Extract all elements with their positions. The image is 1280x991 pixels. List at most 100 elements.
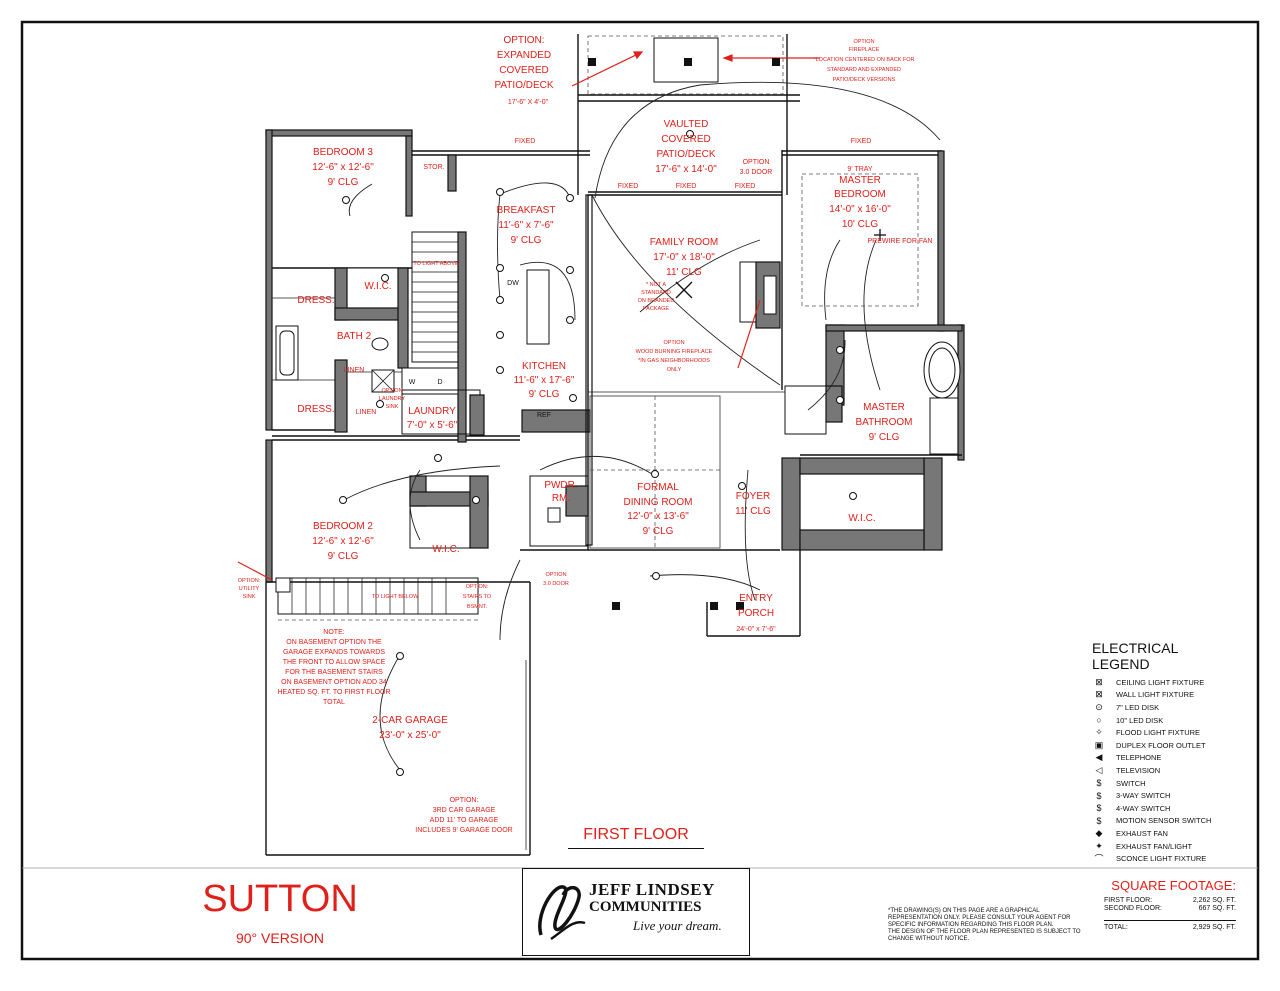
- note-l4: THE FRONT TO ALLOW SPACE: [283, 659, 386, 666]
- opt-stairs-l3: BSMNT.: [467, 604, 488, 610]
- label-wic-bed2: W.I.C.: [432, 544, 459, 555]
- opt-patio-size: 17'-6" X 4'-0": [508, 99, 549, 106]
- opt-g3-l4: INCLUDES 9' GARAGE DOOR: [415, 827, 512, 834]
- plan-version: 90° VERSION: [235, 930, 325, 946]
- label-dryer: D: [437, 379, 442, 386]
- room-vaulted-size: 17'-6" x 14'-0": [655, 164, 717, 175]
- switch-wiring-arcs: [343, 81, 941, 771]
- telephone-icon: ◀: [1095, 752, 1103, 763]
- label-stor: STOR.: [423, 164, 444, 171]
- second-floor-label: SECOND FLOOR:: [1104, 905, 1162, 912]
- opt-g3-l2: 3RD CAR GARAGE: [433, 807, 496, 814]
- ceiling-light-icon: ⊠: [1095, 676, 1103, 687]
- legend-item-label: MOTION SENSOR SWITCH: [1116, 816, 1212, 826]
- label-to-light-below: TO LIGHT BELOW: [372, 594, 419, 600]
- legend-item: ⊠CEILING LIGHT FIXTURE: [1092, 676, 1238, 689]
- room-laundry-name: LAUNDRY: [408, 406, 456, 417]
- legend-item-label: SWITCH: [1116, 778, 1146, 788]
- opt-lsink-l2: LAUNDRY: [379, 396, 406, 402]
- exhaust-fan-light-icon: ✦: [1095, 840, 1103, 851]
- opt-ns-l4: PACKAGE: [643, 306, 670, 312]
- room-master-bath-name2: BATHROOM: [855, 417, 912, 428]
- disclaimer-line: SPECIFIC INFORMATION REGARDING THIS FLOO…: [888, 922, 1054, 928]
- disclaimer-line: THE DESIGN OF THE FLOOR PLAN REPRESENTED…: [888, 929, 1081, 935]
- room-dining-name: FORMAL: [637, 482, 679, 493]
- opt-ns-l1: * NOT A: [646, 282, 666, 288]
- opt-g3-l1: OPTION:: [450, 797, 479, 804]
- legend-item: $4-WAY SWITCH: [1092, 802, 1238, 815]
- room-dining-clg: 9' CLG: [643, 526, 674, 537]
- led-disk-7-icon: ⊙: [1095, 701, 1103, 712]
- legend-item: ✧FLOOD LIGHT FIXTURE: [1092, 726, 1238, 739]
- opt-lsink-l1: OPTION: [381, 388, 402, 394]
- legend-title: ELECTRICAL LEGEND: [1092, 640, 1178, 672]
- legend-item: ⊠WALL LIGHT FIXTURE: [1092, 689, 1238, 702]
- plan-title: SUTTON: [202, 878, 358, 920]
- disclaimer: *THE DRAWING(S) ON THIS PAGE ARE A GRAPH…: [888, 908, 1088, 943]
- legend-item-label: FLOOD LIGHT FIXTURE: [1116, 728, 1201, 738]
- first-floor-label: FIRST FLOOR:: [1104, 897, 1153, 904]
- legend-item: $SWITCH: [1092, 777, 1238, 790]
- four-way-switch-icon: $: [1096, 803, 1102, 814]
- opt-patio-l3: COVERED: [499, 65, 548, 76]
- exhaust-fan-icon: ◆: [1095, 827, 1103, 838]
- room-vaulted-l2: COVERED: [661, 134, 710, 145]
- room-vaulted-l3: PATIO/DECK: [656, 149, 715, 160]
- room-bedroom3-clg: 9' CLG: [328, 177, 359, 188]
- light-fixtures: [339, 130, 857, 776]
- legend-item: ○10" LED DISK: [1092, 714, 1238, 727]
- room-bath2-name: BATH 2: [337, 331, 372, 342]
- prewire-fan-label: PREWIRE FOR FAN: [868, 238, 933, 245]
- room-porch-name2: PORCH: [738, 608, 774, 619]
- brand-tagline: Live your dream.: [633, 918, 722, 933]
- square-footage-block: SQUARE FOOTAGE: FIRST FLOOR:2,262 SQ. FT…: [1104, 878, 1236, 932]
- opt-wood-l3: *IN GAS NEIGHBORHOODS: [638, 358, 710, 364]
- note-l3: GARAGE EXPANDS TOWARDS: [283, 649, 385, 656]
- legend-item-label: 3-WAY SWITCH: [1116, 791, 1171, 801]
- total-label: TOTAL:: [1104, 924, 1128, 931]
- room-bedroom3-name: BEDROOM 3: [313, 147, 373, 158]
- room-laundry-size: 7'-0" x 5'-6": [407, 420, 458, 431]
- three-way-switch-icon: $: [1096, 790, 1102, 801]
- room-foyer-clg: 11' CLG: [735, 506, 771, 517]
- electrical-legend: ELECTRICAL LEGEND ⊠CEILING LIGHT FIXTURE…: [1092, 640, 1238, 865]
- room-bedroom2-name: BEDROOM 2: [313, 521, 373, 532]
- legend-item-label: EXHAUST FAN/LIGHT: [1116, 841, 1193, 851]
- floor-label: FIRST FLOOR: [583, 826, 689, 843]
- room-master-wic-name: W.I.C.: [848, 513, 875, 524]
- room-family-clg: 11' CLG: [666, 267, 702, 278]
- label-dress-top: DRESS.: [297, 295, 334, 306]
- note-l2: ON BASEMENT OPTION THE: [286, 639, 382, 646]
- room-garage-name: 2-CAR GARAGE: [372, 715, 448, 726]
- exterior-walls: [265, 34, 965, 856]
- room-master-tray: 9' TRAY: [847, 166, 873, 173]
- note-l5: FOR THE BASEMENT STAIRS: [285, 669, 383, 676]
- note-l6: ON BASEMENT OPTION ADD 34: [281, 679, 387, 686]
- legend-item-label: TELEPHONE: [1116, 753, 1162, 763]
- legend-item: ◁TELEVISION: [1092, 764, 1238, 777]
- room-dining-name2: DINING ROOM: [624, 497, 693, 508]
- opt-door-bot-l1: OPTION: [545, 572, 566, 578]
- legend-item: $MOTION SENSOR SWITCH: [1092, 815, 1238, 828]
- floor-label-underline: [568, 848, 704, 849]
- brand-line1: JEFF LINDSEY: [589, 880, 715, 899]
- label-linen-b: LINEN: [356, 409, 377, 416]
- legend-item-label: 4-WAY SWITCH: [1116, 803, 1171, 813]
- opt-ns-l3: ON BRANDED: [638, 298, 675, 304]
- legend-item: ◆EXHAUST FAN: [1092, 827, 1238, 840]
- label-fixed-2: FIXED: [618, 183, 639, 190]
- tray-ceiling-outline: [801, 173, 919, 307]
- opt-fp-l2: FIREPLACE: [849, 47, 880, 53]
- room-porch-name: ENTRY: [739, 593, 773, 604]
- note-l8: TOTAL: [323, 699, 345, 706]
- room-master-bath-name: MASTER: [863, 402, 905, 413]
- room-dining-size: 12'-0" x 13'-6": [627, 511, 689, 522]
- room-master-name2: BEDROOM: [834, 189, 886, 200]
- legend-item: ▣DUPLEX FLOOR OUTLET: [1092, 739, 1238, 752]
- label-dress-bottom: DRESS.: [297, 404, 334, 415]
- label-fixed-3: FIXED: [676, 183, 697, 190]
- opt-wood-l2: WOOD BURNING FIREPLACE: [636, 349, 713, 355]
- opt-patio-l1: OPTION:: [503, 35, 544, 46]
- room-family-size: 17'-0" x 18'-0": [653, 252, 715, 263]
- brand-monogram-icon: [538, 885, 586, 941]
